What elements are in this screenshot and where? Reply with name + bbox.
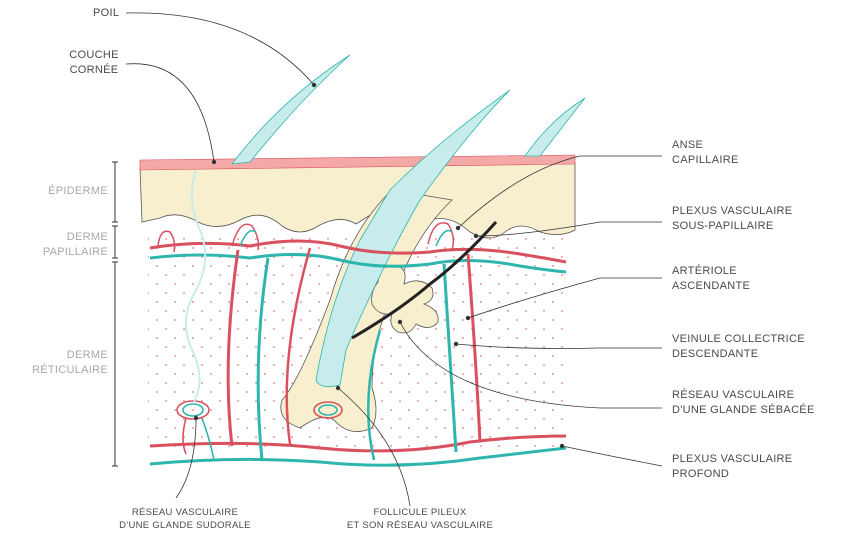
label-veinule-collectrice: VEINULE COLLECTRICE DESCENDANTE (672, 332, 805, 362)
label-plexus-profond: PLEXUS VASCULAIRE PROFOND (672, 452, 792, 482)
label-derme-papillaire: DERME PAPILLAIRE (20, 230, 108, 260)
epidermis (140, 162, 575, 238)
label-reseau-glande-sebacee: RÉSEAU VASCULAIRE D'UNE GLANDE SÉBACÉE (672, 388, 815, 418)
hair-right (525, 98, 585, 156)
layer-brackets (112, 162, 118, 466)
label-follicule-pileux: FOLLICULE PILEUX ET SON RÉSEAU VASCULAIR… (330, 506, 510, 532)
label-reseau-glande-sudorale: RÉSEAU VASCULAIRE D'UNE GLANDE SUDORALE (110, 506, 260, 532)
label-epiderme: ÉPIDERME (20, 184, 108, 199)
hair-left (232, 55, 350, 164)
label-arteriole-ascendante: ARTÉRIOLE ASCENDANTE (672, 264, 750, 294)
label-derme-reticulaire: DERME RÉTICULAIRE (20, 348, 108, 378)
label-plexus-sous-papillaire: PLEXUS VASCULAIRE SOUS-PAPILLAIRE (672, 204, 792, 234)
label-anse-capillaire: ANSE CAPILLAIRE (672, 138, 739, 168)
label-couche-cornee: COUCHE CORNÉE (66, 48, 122, 78)
label-poil: POIL (93, 6, 119, 21)
